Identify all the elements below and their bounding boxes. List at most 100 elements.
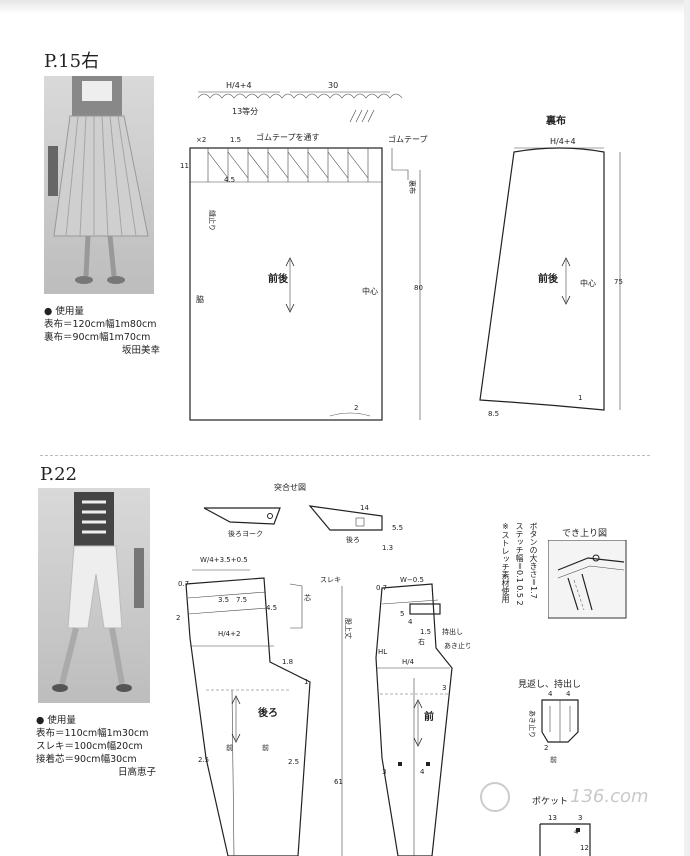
label-top-formula: H/4+4 — [226, 81, 252, 90]
label-pleats: 13等分 — [232, 106, 258, 116]
material-line: 裏布＝90cm幅1m70cm — [44, 332, 151, 343]
label-w-back: W/4+3.5+0.5 — [200, 556, 248, 564]
label-2-back: 2 — [176, 614, 180, 622]
lining-title: 裏布 — [545, 114, 566, 127]
pants-figure-illustration — [52, 492, 144, 692]
label-front-back-piece2: 前 — [262, 743, 269, 752]
material-line: スレキ＝100cm幅20cm — [36, 741, 143, 752]
pocket-3: 3 — [578, 814, 582, 822]
section-title-p15: P.15右 — [44, 51, 100, 72]
lining-75: 75 — [614, 278, 623, 286]
lining-formula: H/4+4 — [550, 137, 576, 146]
watermark-text: 136.com — [570, 786, 649, 807]
label-3-front: 3 — [442, 684, 446, 692]
label-4-low: 4 — [420, 768, 425, 776]
watermark-logo-icon — [480, 782, 510, 812]
finished-title: でき上り図 — [562, 529, 608, 539]
bullet-icon: ● — [44, 306, 53, 317]
label-back-main: 後ろ — [258, 706, 278, 719]
label-hl: HL — [378, 648, 387, 656]
author-name: 日高恵子 — [117, 767, 156, 778]
material-line: 表布＝110cm幅1m30cm — [36, 728, 149, 739]
pants-photo — [38, 488, 150, 703]
label-61: 61 — [334, 778, 343, 786]
lining-pattern: 裏布 H/4+4 75 前後 中心 8.5 1 — [479, 114, 623, 418]
label-4-5: 4.5 — [224, 176, 235, 184]
label-1-5-front: 1.5 — [420, 628, 431, 636]
label-elastic-through: ゴムテープを通す — [256, 132, 320, 142]
skirt-photo — [44, 76, 154, 294]
page-right-edge — [684, 0, 690, 856]
label-front-main: 前 — [424, 710, 434, 723]
section-title-p22: P.22 — [40, 464, 78, 485]
label-80: 80 — [414, 284, 423, 292]
materials-heading: 使用量 — [55, 306, 84, 317]
facing-open-stop: あき止り — [528, 710, 537, 738]
label-h-front: H/4 — [402, 658, 415, 666]
pocket-12: 12 — [580, 844, 589, 852]
label-core: 芯 — [304, 593, 311, 602]
author-name: 坂田美幸 — [121, 345, 160, 356]
materials-block-p22: ● 使用量 表布＝110cm幅1m30cm スレキ＝100cm幅20cm 接着芯… — [36, 714, 166, 779]
page-top-edge — [0, 0, 690, 14]
lining-front-back: 前後 — [538, 272, 559, 285]
label-14: 14 — [360, 504, 369, 512]
label-11: 11 — [180, 162, 189, 170]
label-3-5: 3.5 — [218, 596, 229, 604]
label-1-8: 1.8 — [282, 658, 293, 666]
label-rise: 股上丈 — [344, 618, 353, 639]
watermark: 136.com — [480, 782, 649, 812]
label-4-front: 4 — [408, 618, 413, 626]
note-line: ※ストレッチ素材使用 — [501, 522, 510, 603]
label-stitch-stop: 縫止り — [208, 210, 217, 231]
label-fly: 持出し — [442, 627, 463, 636]
note-line: ボタンの大きさ＝1.7 — [529, 522, 538, 599]
material-line: 接着芯＝90cm幅30cm — [36, 754, 137, 765]
materials-heading: 使用量 — [47, 715, 76, 726]
lining-8-5: 8.5 — [488, 410, 499, 418]
bullet-icon: ● — [36, 715, 45, 726]
label-lining-side: 裏布 — [408, 180, 417, 194]
label-front-back-piece: 前 — [226, 743, 233, 752]
skirt-pattern: H/4+4 30 13等分 ×2 1.5 ゴムテープを通す ゴムテープ 11 4… — [180, 81, 428, 421]
pocket-13: 13 — [548, 814, 557, 822]
label-3-low: 3 — [382, 768, 386, 776]
label-h-back: H/4+2 — [218, 630, 240, 638]
facing-4a: 4 — [548, 690, 553, 698]
label-2-5-right: 2.5 — [288, 758, 299, 766]
label-5-5: 5.5 — [392, 524, 403, 532]
notes-block: ボタンの大きさ＝1.7 ステッチ幅＝0.1 0.5 2 ※ストレッチ素材使用 — [488, 522, 548, 622]
label-assembly: 突合せ図 — [274, 482, 306, 492]
label-1-3: 1.3 — [382, 544, 393, 552]
label-x2: ×2 — [196, 136, 206, 144]
label-right: 右 — [418, 637, 425, 646]
label-1-5: 1.5 — [230, 136, 241, 144]
label-open-stop: あき止り — [444, 641, 470, 650]
label-side: 脇 — [196, 295, 204, 304]
pocket-pattern: 13 3 4 12 — [539, 814, 591, 856]
label-back-small: 後ろ — [346, 535, 360, 544]
label-7-5: 7.5 — [236, 596, 247, 604]
label-4-5: 4.5 — [266, 604, 277, 612]
pocket-title: ポケット — [532, 797, 569, 807]
label-0-7-back: 0.7 — [178, 580, 189, 588]
label-front-back: 前後 — [268, 272, 289, 285]
finished-drawing — [548, 540, 627, 619]
materials-block-p15: ● 使用量 表布＝120cm幅1m80cm 裏布＝90cm幅1m70cm 坂田美… — [44, 305, 164, 357]
skirt-figure-illustration — [48, 76, 149, 284]
label-back-yoke: 後ろヨーク — [228, 529, 263, 538]
lining-center: 中心 — [580, 278, 596, 288]
facing-4b: 4 — [566, 690, 571, 698]
label-5-front: 5 — [400, 610, 404, 618]
material-line: 表布＝120cm幅1m80cm — [44, 319, 157, 330]
label-w-front: W−0.5 — [400, 576, 424, 584]
section-divider — [40, 455, 650, 456]
facing-title: 見返し、持出し — [518, 680, 582, 690]
label-elastic: ゴムテープ — [388, 134, 428, 144]
note-line: ステッチ幅＝0.1 0.5 2 — [515, 522, 524, 606]
label-sleki: スレキ — [320, 576, 341, 584]
label-2-5-left: 2.5 — [198, 756, 209, 764]
facing-pattern: 4 4 あき止り 2 前 — [528, 690, 579, 764]
pants-pattern: 突合せ図 後ろヨーク 14 5.5 後ろ 1.3 W/4+3.5+0.5 0.7… — [176, 482, 470, 856]
label-top-length: 30 — [328, 81, 338, 90]
